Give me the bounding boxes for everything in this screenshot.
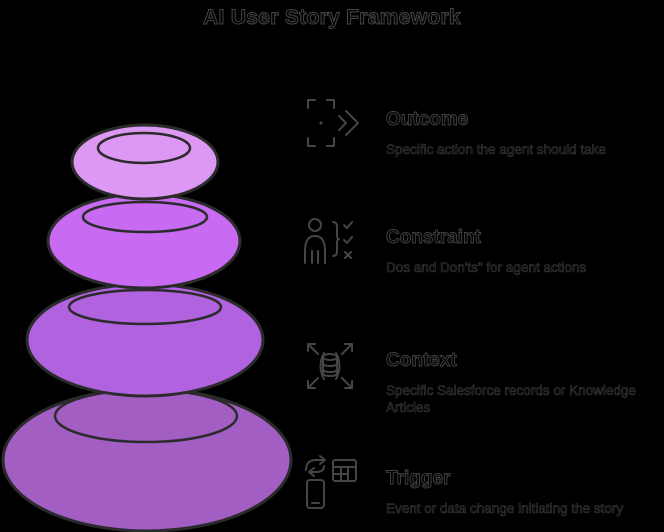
item-context: Context Specific Salesforce records or K… xyxy=(300,336,664,416)
stone-top-top-ring xyxy=(96,131,192,165)
item-trigger: Trigger Event or data change initiating … xyxy=(300,454,664,517)
stone-stack-illustration xyxy=(1,123,293,532)
stone-second xyxy=(46,192,242,290)
phone-sync-table-icon xyxy=(300,454,360,514)
person-checklist-icon xyxy=(300,213,360,273)
stone-third xyxy=(25,282,265,398)
page-title: AI User Story Framework xyxy=(203,6,462,30)
item-outcome: Outcome Specific action the agent should… xyxy=(300,95,664,158)
outcome-heading: Outcome xyxy=(386,109,469,131)
constraint-texts: Constraint Dos and Don'ts" for agent act… xyxy=(386,213,664,276)
stone-third-top-ring xyxy=(67,288,223,326)
trigger-texts: Trigger Event or data change initiating … xyxy=(386,454,664,517)
stone-bottom xyxy=(1,387,293,532)
trigger-description: Event or data change initiating the stor… xyxy=(386,501,624,517)
trigger-heading: Trigger xyxy=(386,468,451,490)
outcome-texts: Outcome Specific action the agent should… xyxy=(386,95,664,158)
outcome-description: Specific action the agent should take xyxy=(386,142,607,158)
stone-top xyxy=(70,123,220,201)
constraint-description: Dos and Don'ts" for agent actions xyxy=(386,260,587,276)
stone-second-top-ring xyxy=(81,200,209,234)
item-constraint: Constraint Dos and Don'ts" for agent act… xyxy=(300,213,664,276)
target-chevrons-icon xyxy=(300,95,360,155)
context-heading: Context xyxy=(386,350,458,372)
context-description: Specific Salesforce records or Knowledge… xyxy=(386,383,636,416)
context-texts: Context Specific Salesforce records or K… xyxy=(386,336,664,416)
database-expand-icon xyxy=(300,336,360,396)
constraint-heading: Constraint xyxy=(386,227,482,249)
